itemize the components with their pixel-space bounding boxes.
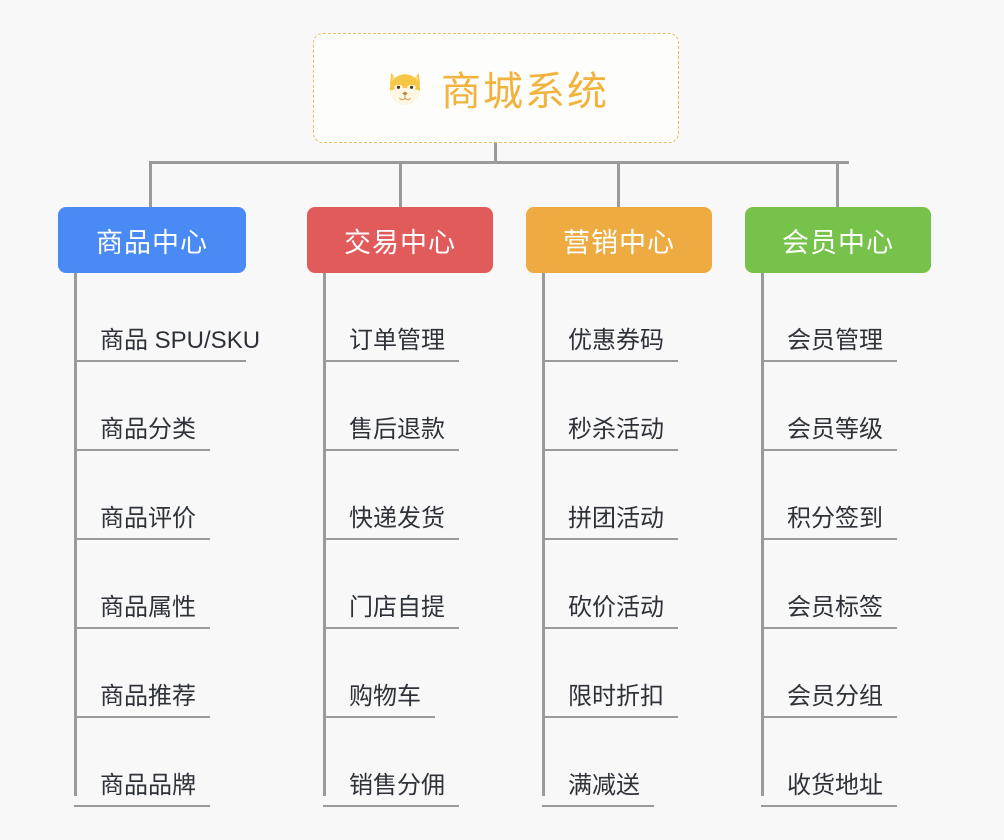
leaf-item[interactable]: 会员标签 [745, 540, 931, 629]
leaf-item-label: 商品 SPU/SKU [74, 327, 260, 362]
leaf-item[interactable]: 售后退款 [307, 362, 493, 451]
leaf-item[interactable]: 销售分佣 [307, 718, 493, 807]
category-header-2[interactable]: 交易中心 [307, 207, 493, 273]
leaf-item[interactable]: 商品评价 [58, 451, 246, 540]
leaf-item-label: 售后退款 [323, 416, 459, 451]
leaf-spine-4 [761, 273, 764, 796]
connector-root-stem [494, 143, 497, 163]
leaf-item-label: 优惠券码 [542, 327, 678, 362]
leaf-item[interactable]: 会员分组 [745, 629, 931, 718]
leaf-spine-1 [74, 273, 77, 796]
leaf-item-label: 购物车 [323, 683, 435, 718]
leaf-item[interactable]: 商品 SPU/SKU [58, 273, 260, 362]
leaf-list-3: 优惠券码 秒杀活动 拼团活动 砍价活动 限时折扣 满减送 [526, 273, 712, 807]
leaf-item[interactable]: 商品推荐 [58, 629, 246, 718]
category-column-1: 商品中心 商品 SPU/SKU 商品分类 商品评价 商品属性 商品推荐 商品品牌 [58, 207, 260, 807]
category-column-4: 会员中心 会员管理 会员等级 积分签到 会员标签 会员分组 收货地址 [745, 207, 931, 807]
leaf-item[interactable]: 收货地址 [745, 718, 931, 807]
leaf-item[interactable]: 购物车 [307, 629, 493, 718]
category-header-1[interactable]: 商品中心 [58, 207, 246, 273]
category-header-3[interactable]: 营销中心 [526, 207, 712, 273]
leaf-list-4: 会员管理 会员等级 积分签到 会员标签 会员分组 收货地址 [745, 273, 931, 807]
leaf-item-label: 会员管理 [761, 327, 897, 362]
leaf-item[interactable]: 门店自提 [307, 540, 493, 629]
category-header-label: 营销中心 [563, 227, 675, 258]
leaf-item[interactable]: 满减送 [526, 718, 712, 807]
leaf-item-label: 收货地址 [761, 772, 897, 807]
leaf-item-label: 商品分类 [74, 416, 210, 451]
leaf-item-label: 门店自提 [323, 594, 459, 629]
leaf-item-label: 满减送 [542, 772, 654, 807]
leaf-item[interactable]: 限时折扣 [526, 629, 712, 718]
leaf-item[interactable]: 砍价活动 [526, 540, 712, 629]
leaf-item-label: 商品评价 [74, 505, 210, 540]
leaf-item-label: 会员标签 [761, 594, 897, 629]
leaf-list-2: 订单管理 售后退款 快递发货 门店自提 购物车 销售分佣 [307, 273, 493, 807]
category-header-label: 会员中心 [782, 227, 894, 258]
leaf-item[interactable]: 拼团活动 [526, 451, 712, 540]
leaf-item-label: 商品品牌 [74, 772, 210, 807]
leaf-item[interactable]: 快递发货 [307, 451, 493, 540]
leaf-item[interactable]: 商品品牌 [58, 718, 246, 807]
shiba-dog-face-icon [383, 66, 427, 110]
category-header-label: 交易中心 [344, 227, 456, 258]
leaf-item[interactable]: 积分签到 [745, 451, 931, 540]
category-header-4[interactable]: 会员中心 [745, 207, 931, 273]
leaf-item[interactable]: 会员等级 [745, 362, 931, 451]
leaf-item[interactable]: 优惠券码 [526, 273, 712, 362]
leaf-item-label: 销售分佣 [323, 772, 459, 807]
leaf-item-label: 砍价活动 [542, 594, 678, 629]
category-column-2: 交易中心 订单管理 售后退款 快递发货 门店自提 购物车 销售分佣 [307, 207, 493, 807]
leaf-item[interactable]: 商品分类 [58, 362, 246, 451]
leaf-item-label: 积分签到 [761, 505, 897, 540]
leaf-spine-3 [542, 273, 545, 796]
leaf-list-1: 商品 SPU/SKU 商品分类 商品评价 商品属性 商品推荐 商品品牌 [58, 273, 260, 807]
leaf-item-label: 会员等级 [761, 416, 897, 451]
leaf-item-label: 订单管理 [323, 327, 459, 362]
leaf-spine-2 [323, 273, 326, 796]
leaf-item[interactable]: 会员管理 [745, 273, 931, 362]
leaf-item-label: 秒杀活动 [542, 416, 678, 451]
connector-drop-2 [399, 161, 402, 209]
root-node[interactable]: 商城系统 [313, 33, 679, 143]
leaf-item[interactable]: 秒杀活动 [526, 362, 712, 451]
leaf-item-label: 拼团活动 [542, 505, 678, 540]
leaf-item-label: 限时折扣 [542, 683, 678, 718]
leaf-item-label: 商品推荐 [74, 683, 210, 718]
category-column-3: 营销中心 优惠券码 秒杀活动 拼团活动 砍价活动 限时折扣 满减送 [526, 207, 712, 807]
root-title: 商城系统 [441, 70, 609, 114]
connector-drop-1 [149, 161, 152, 209]
leaf-item[interactable]: 商品属性 [58, 540, 246, 629]
category-header-label: 商品中心 [96, 227, 208, 258]
leaf-item-label: 会员分组 [761, 683, 897, 718]
leaf-item[interactable]: 订单管理 [307, 273, 493, 362]
leaf-item-label: 商品属性 [74, 594, 210, 629]
leaf-item-label: 快递发货 [323, 505, 459, 540]
connector-horizontal-bus [149, 161, 849, 164]
connector-drop-4 [836, 161, 839, 209]
connector-drop-3 [617, 161, 620, 209]
